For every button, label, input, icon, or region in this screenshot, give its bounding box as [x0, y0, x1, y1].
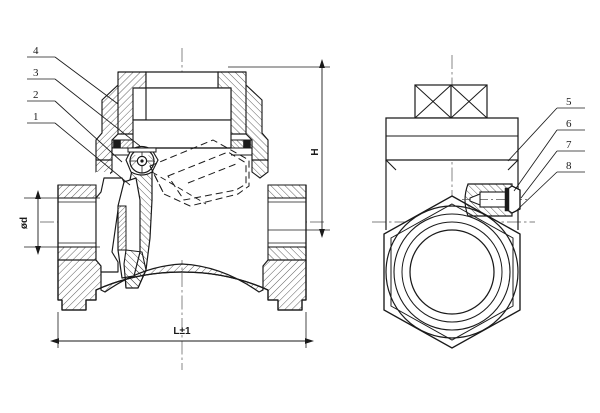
port-circle-outermost: [385, 205, 519, 339]
callout-5-label: 5: [566, 96, 572, 108]
dim-length-lines: [50, 312, 314, 348]
dim-bore-label: ød: [19, 217, 30, 229]
hinge-bracket: [127, 147, 157, 153]
bonnet-gasket-left: [113, 140, 121, 148]
outlet-wall-top: [267, 184, 307, 199]
neck-wall-right: [251, 159, 269, 179]
disc-swing-path: [151, 171, 207, 205]
end-view: [383, 84, 528, 349]
callout-1-label: 1: [33, 111, 39, 123]
hinge-pin-center-dot-top: [140, 159, 144, 163]
bonnet-gasket-right: [243, 140, 251, 148]
dim-height-label: H: [310, 148, 321, 155]
dim-bore-lines: [24, 190, 100, 255]
callout-6-leader: [513, 129, 558, 192]
callout-3-label: 3: [33, 67, 39, 79]
inlet-bore: [57, 197, 97, 248]
callout-3-leader: [54, 78, 141, 147]
port-circle-outer: [393, 213, 511, 331]
disc-seat-lip: [117, 205, 127, 251]
bonnet-collar-chamfer: [385, 159, 519, 171]
callout-2-leader: [54, 100, 123, 163]
callout-7-label: 7: [566, 139, 572, 151]
body-outline: [57, 185, 307, 311]
section-view: [57, 71, 307, 311]
plug-tip: [469, 193, 481, 206]
bonnet-flange-band: [132, 119, 232, 149]
bonnet-collar: [385, 117, 519, 161]
callout-7-leader: [520, 150, 558, 199]
port-circle-thread-major: [401, 221, 503, 323]
disc-lower-tip: [123, 249, 147, 289]
callout-6-label: 6: [566, 118, 572, 130]
hex-body-inner: [390, 203, 514, 341]
inlet-wall-top: [57, 184, 97, 199]
callout-leaders-left: [27, 56, 141, 186]
hex-body-outer: [383, 195, 521, 349]
bonnet-nut-cross-marks: [414, 84, 488, 119]
callout-8-leader: [515, 171, 558, 212]
bonnet-crown: [145, 71, 219, 89]
callout-leaders-right: [507, 107, 585, 212]
callout-1-leader: [54, 122, 131, 186]
inlet-top-fill: [58, 172, 110, 185]
dim-height-lines: [228, 59, 330, 238]
plug-washer: [504, 187, 510, 212]
hinge-boss-hatch-left: [128, 152, 142, 170]
callout-5-leader: [507, 107, 558, 162]
callout-2-label: 2: [33, 89, 39, 101]
callout-4-leader: [54, 56, 119, 105]
outlet-wall-bottom: [267, 246, 307, 261]
port-circle-bore: [409, 229, 495, 315]
dimension-group: H L±1 ød: [19, 59, 330, 348]
dim-length-label: L±1: [173, 326, 191, 337]
inlet-wall-bottom: [57, 246, 97, 261]
bonnet-boss: [145, 87, 232, 121]
outlet-bore: [267, 197, 307, 248]
callout-8-label: 8: [566, 160, 572, 172]
callout-4-label: 4: [33, 45, 39, 57]
disc-open-position-phantom: [149, 139, 250, 207]
